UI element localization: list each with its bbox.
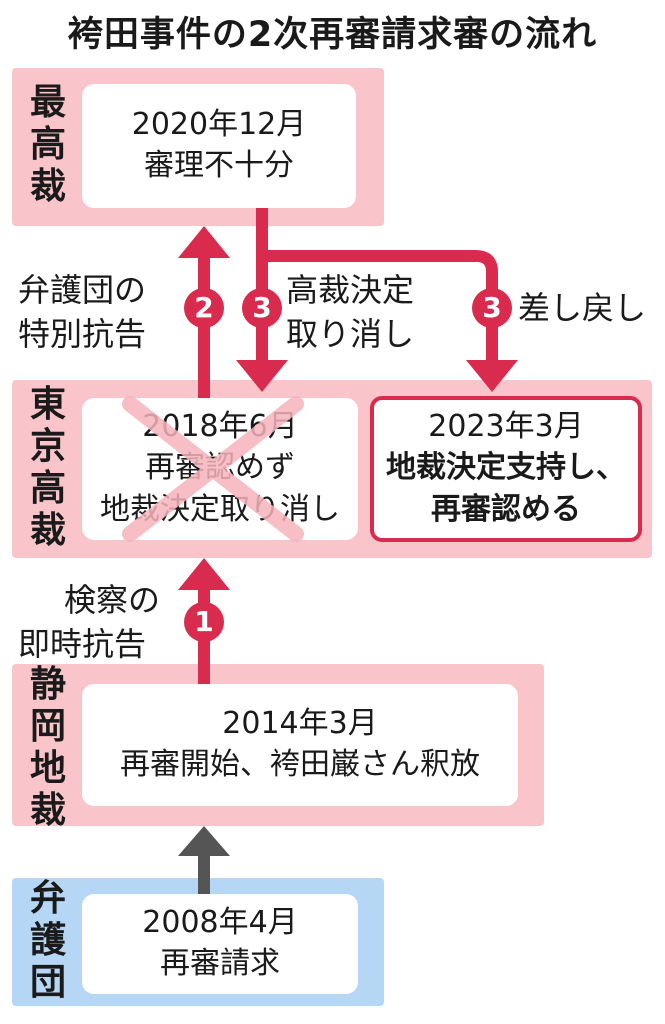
rejected-cross-mark (122, 396, 304, 542)
step-text: 高裁決定 (286, 271, 415, 309)
label-char: 裁 (29, 510, 66, 551)
defense-2008-box: 2008年4月 再審請求 (82, 894, 358, 994)
event-date: 2023年3月 (428, 409, 584, 444)
label-char: 護 (29, 920, 66, 961)
step-1-label: 検察の 即時抗告 (18, 578, 160, 666)
label-char: 地 (29, 748, 66, 789)
diagram-title: 袴田事件の2次再審請求審の流れ (67, 15, 598, 55)
label-char: 京 (29, 426, 66, 467)
step-2-badge: 2 (184, 288, 224, 328)
arrow-step-3-heads (236, 360, 518, 392)
label-char: 高 (29, 124, 66, 165)
label-char: 高 (29, 468, 66, 509)
step-3-badge: 3 (242, 288, 282, 328)
step-text: 検察の (64, 581, 161, 619)
tokyo-high-court-label: 東 京 高 裁 (20, 384, 76, 552)
supreme-court-label: 最 高 裁 (20, 82, 76, 208)
label-char: 最 (29, 82, 66, 123)
label-char: 東 (29, 384, 66, 425)
step-2-label: 弁護団の 特別抗告 (18, 268, 146, 356)
label-char: 裁 (29, 166, 66, 207)
arrow-step-3 (256, 208, 498, 362)
step-text: 取り消し (286, 315, 415, 353)
event-date: 2020年12月 (131, 107, 307, 142)
shizuoka-2014-box: 2014年3月 再審開始、袴田巌さん釈放 (82, 684, 518, 806)
event-description: 再審開始、袴田巌さん釈放 (120, 747, 480, 782)
step-3-remand-badge: 3 (472, 288, 512, 328)
step-text: 即時抗告 (18, 625, 147, 663)
event-description: 再審認める (431, 492, 581, 527)
step-3-remand-label: 差し戻し (518, 286, 646, 330)
label-char: 裁 (29, 790, 66, 831)
step-3-label: 高裁決定 取り消し (286, 268, 414, 356)
label-char: 弁 (29, 878, 66, 919)
label-char: 岡 (29, 706, 66, 747)
event-description: 審理不十分 (144, 148, 294, 183)
step-text: 特別抗告 (18, 315, 147, 353)
event-date: 2014年3月 (222, 706, 378, 741)
supreme-court-2020-box: 2020年12月 審理不十分 (82, 84, 356, 208)
event-description: 再審請求 (160, 946, 280, 981)
event-date: 2008年4月 (142, 905, 298, 940)
step-text: 差し戻し (518, 289, 647, 327)
step-1-badge: 1 (184, 602, 224, 642)
defense-team-label: 弁 護 団 (20, 878, 76, 1004)
step-text: 弁護団の (18, 271, 147, 309)
event-description: 地裁決定支持し、 (386, 450, 626, 485)
label-char: 静 (29, 664, 66, 705)
arrow-petition (178, 826, 230, 894)
label-char: 団 (29, 962, 66, 1003)
tokyo-2023-box: 2023年3月 地裁決定支持し、 再審認める (370, 396, 642, 542)
shizuoka-district-court-label: 静 岡 地 裁 (20, 664, 76, 832)
